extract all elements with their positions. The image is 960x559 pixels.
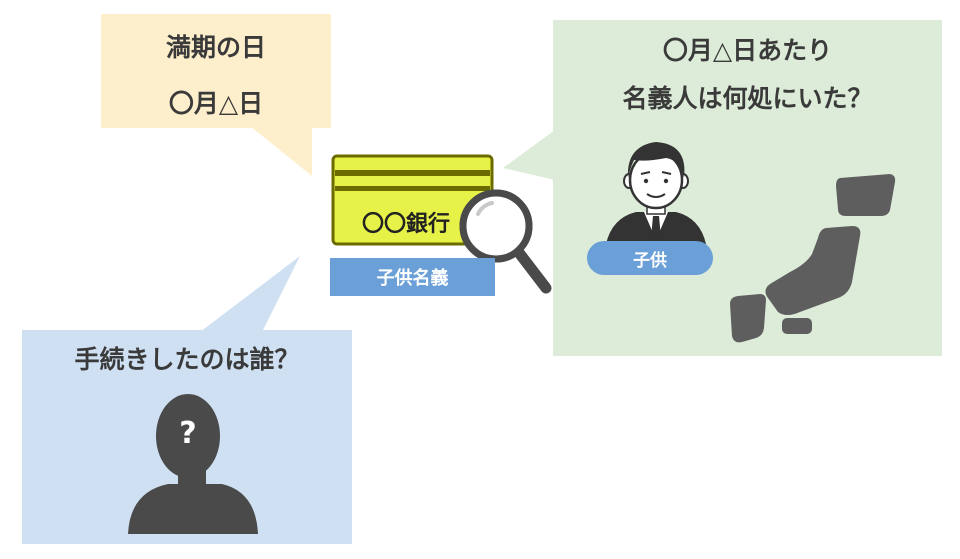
passbook-bank-name: 〇〇銀行 [362, 212, 451, 237]
green-bubble-text: 〇月△日あたり 名義人は何処にいた？ [553, 27, 942, 123]
japan-map-icon [730, 174, 896, 343]
magnifier-lens-overlay [459, 189, 533, 263]
maturity-date-value: 〇月△日 [168, 89, 264, 118]
businessman-icon [606, 142, 706, 244]
maturity-date-heading: 満期の日 [165, 33, 266, 62]
yellow-speech-bubble [101, 14, 331, 176]
blue-bubble-text: 手続きしたのは誰？ [22, 340, 352, 380]
unknown-person-icon [128, 394, 258, 534]
passbook-owner-label: 子供名義 [330, 258, 495, 296]
location-question-line1: 〇月△日あたり [662, 36, 833, 65]
question-mark: ? [179, 416, 197, 451]
yellow-bubble-text: 満期の日 〇月△日 [101, 20, 331, 132]
procedure-question: 手続きしたのは誰？ [74, 345, 300, 374]
location-question-line2: 名義人は何処にいた？ [622, 84, 873, 113]
person-label: 子供 [587, 241, 713, 275]
